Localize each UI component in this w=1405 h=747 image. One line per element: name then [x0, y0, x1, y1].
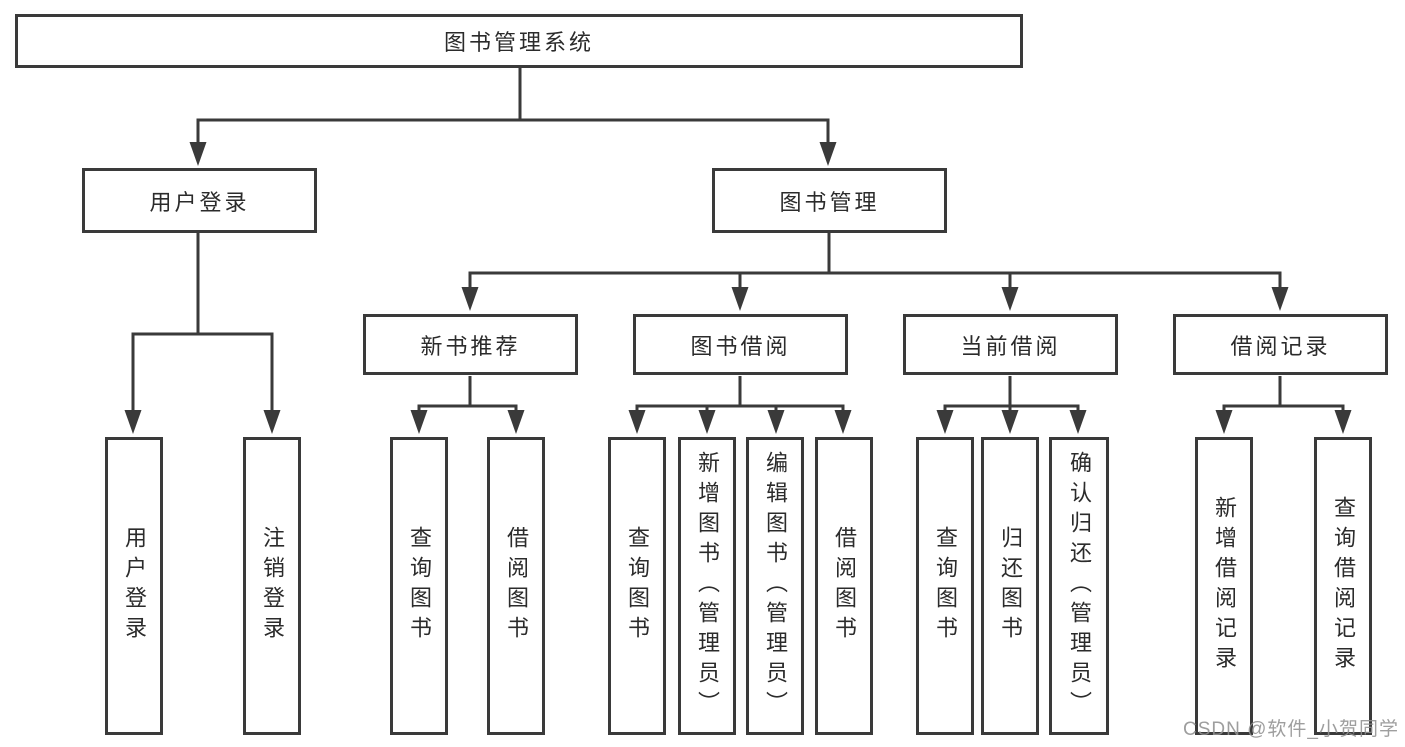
node-label: 确认归还（管理员）	[1067, 451, 1092, 721]
node-label: 借阅图书	[504, 526, 529, 646]
node-book-management: 图书管理	[712, 168, 947, 233]
node-label: 查询借阅记录	[1331, 496, 1356, 676]
leaf-add-borrowing-record: 新增借阅记录	[1195, 437, 1253, 735]
node-label: 借阅图书	[832, 526, 857, 646]
node-label: 新增图书（管理员）	[695, 451, 720, 721]
arrowheads	[124, 142, 1352, 434]
leaf-query-books-current: 查询图书	[916, 437, 974, 735]
leaf-confirm-return-admin: 确认归还（管理员）	[1049, 437, 1109, 735]
node-label: 当前借阅	[960, 333, 1061, 359]
node-label: 查询图书	[407, 526, 432, 646]
node-label: 图书管理系统	[443, 30, 594, 55]
leaf-logout: 注销登录	[243, 437, 301, 735]
leaf-query-books-borrowing: 查询图书	[608, 437, 666, 735]
node-new-book-recommendation: 新书推荐	[363, 314, 578, 375]
leaf-add-books-admin: 新增图书（管理员）	[678, 437, 736, 735]
node-label: 查询图书	[625, 526, 650, 646]
node-label: 图书借阅	[690, 333, 791, 359]
leaf-borrow-books-recommend: 借阅图书	[487, 437, 545, 735]
node-label: 新增借阅记录	[1212, 496, 1237, 676]
leaf-user-login: 用户登录	[105, 437, 163, 735]
node-label: 编辑图书（管理员）	[763, 451, 788, 721]
node-label: 注销登录	[260, 526, 285, 646]
node-current-borrowing: 当前借阅	[903, 314, 1118, 375]
leaf-borrow-books-borrowing: 借阅图书	[815, 437, 873, 735]
leaf-query-borrowing-record: 查询借阅记录	[1314, 437, 1372, 735]
node-borrowing-records: 借阅记录	[1173, 314, 1388, 375]
node-book-borrowing: 图书借阅	[633, 314, 848, 375]
node-label: 借阅记录	[1230, 333, 1331, 359]
node-label: 查询图书	[933, 526, 958, 646]
leaf-edit-books-admin: 编辑图书（管理员）	[746, 437, 804, 735]
leaf-return-books: 归还图书	[981, 437, 1039, 735]
csdn-watermark: CSDN @软件_小贺同学	[1183, 719, 1399, 740]
node-label: 归还图书	[998, 526, 1023, 646]
node-label: 新书推荐	[420, 333, 521, 359]
leaf-query-books-recommend: 查询图书	[390, 437, 448, 735]
node-user-login: 用户登录	[82, 168, 317, 233]
node-library-management-system: 图书管理系统	[15, 14, 1023, 68]
node-label: 图书管理	[779, 189, 880, 215]
node-label: 用户登录	[149, 189, 250, 215]
node-label: 用户登录	[122, 526, 147, 646]
